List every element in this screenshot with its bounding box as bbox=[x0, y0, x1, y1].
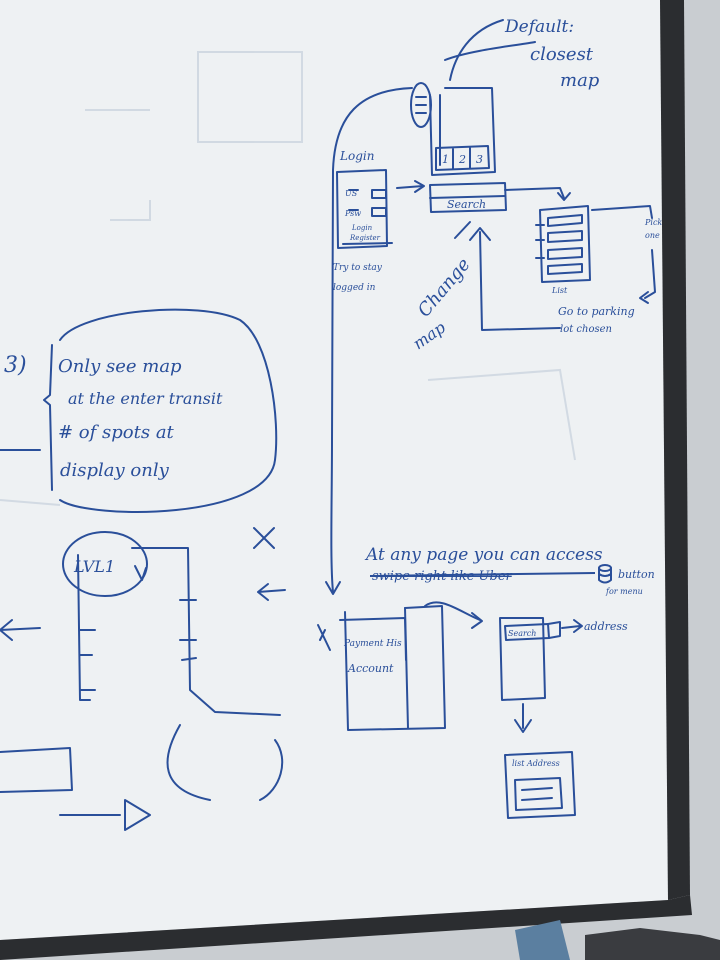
pick-one-line1: Pick bbox=[644, 218, 662, 227]
default-map-line1: Default: bbox=[504, 17, 574, 37]
rule-line-1: Only see map bbox=[58, 356, 182, 377]
default-map-line3: map bbox=[560, 70, 600, 91]
default-map-line2: closest bbox=[530, 44, 594, 65]
menu-item-payment: Payment His bbox=[343, 639, 402, 649]
rule-line-2: at the enter transit bbox=[68, 389, 223, 408]
stay-logged-line2: logged in bbox=[333, 283, 376, 293]
search-bar-label: Search bbox=[447, 198, 486, 211]
any-page-heading: At any page you can access bbox=[364, 545, 603, 565]
list-label: List bbox=[551, 286, 568, 295]
map-tab-1: 1 bbox=[442, 153, 449, 166]
swipe-strike-mark bbox=[369, 572, 596, 577]
section-number: 3) bbox=[4, 353, 27, 378]
for-menu-label: for menu bbox=[605, 587, 643, 596]
address-label: address bbox=[584, 620, 628, 633]
rule-line-3: # of spots at bbox=[58, 422, 175, 443]
menu-item-account: Account bbox=[347, 662, 394, 675]
stay-logged-line1: Try to stay bbox=[333, 263, 383, 273]
person-sleeve bbox=[515, 920, 570, 960]
map-tab-2: 2 bbox=[458, 153, 466, 166]
sketch-strokes bbox=[0, 19, 656, 831]
register-button-label: Register bbox=[349, 234, 381, 242]
login-field-user: US bbox=[345, 189, 358, 198]
rule-line-4: display only bbox=[60, 460, 170, 481]
whiteboard-frame-right bbox=[660, 0, 690, 900]
go-to-lot-line1: Go to parking bbox=[558, 305, 635, 318]
login-title: Login bbox=[339, 149, 374, 163]
dark-object bbox=[585, 928, 720, 960]
level-label: LVL1 bbox=[73, 557, 115, 576]
swipe-struck-line: swipe right like Uber bbox=[372, 569, 513, 584]
list-address-label: list Address bbox=[512, 759, 560, 768]
button-label: button bbox=[618, 568, 655, 581]
search-screen-label: Search bbox=[508, 629, 536, 638]
go-to-lot-line2: lot chosen bbox=[560, 324, 612, 335]
login-button-label: Login bbox=[351, 224, 373, 232]
map-tab-3: 3 bbox=[476, 153, 483, 166]
pick-one-line2: one bbox=[645, 231, 660, 240]
whiteboard-frame-bottom bbox=[0, 895, 692, 960]
login-field-password: Psw bbox=[344, 209, 361, 218]
whiteboard-surface bbox=[0, 0, 668, 940]
faint-erased-marks bbox=[0, 51, 576, 506]
